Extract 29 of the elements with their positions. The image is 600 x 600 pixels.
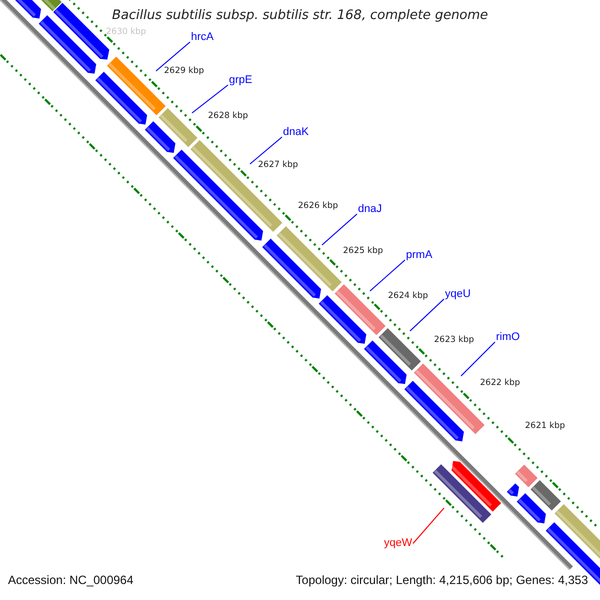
map-title: Bacillus subtilis subsp. subtilis str. 168, complete genome — [110, 9, 490, 24]
leader-line — [410, 298, 444, 332]
scale-label: 2621 kbp — [525, 422, 566, 432]
scale-label: 2630 kbp — [106, 28, 146, 38]
scale-label: 2622 kbp — [480, 379, 520, 389]
leader-line — [460, 342, 496, 376]
leader-line — [322, 214, 358, 246]
scale-label: 2623 kbp — [434, 336, 474, 346]
scale-label: 2624 kbp — [388, 292, 428, 302]
gene-label: dnaJ — [358, 203, 382, 216]
genome-summary-text: Topology: circular; Length: 4,215,606 bp; Genes: 4,353 — [296, 574, 588, 588]
leader-line — [192, 84, 228, 114]
leader-line — [156, 42, 190, 72]
leader-line — [370, 260, 406, 292]
scale-label: 2628 kbp — [208, 112, 248, 122]
accession-text: Accession: NC_000964 — [8, 574, 134, 588]
gene-label: dnaK — [283, 126, 309, 139]
scale-label: 2626 kbp — [298, 202, 338, 212]
gene-label: grpE — [229, 74, 252, 87]
gene-label: rimO — [496, 331, 520, 344]
scale-label: 2625 kbp — [343, 247, 384, 257]
leader-line — [250, 136, 282, 164]
gene-label: hrcA — [191, 31, 214, 44]
scale-label: 2627 kbp — [258, 161, 298, 171]
gene-label: yqeU — [445, 288, 471, 301]
scale-label: 2629 kbp — [164, 67, 204, 77]
gene-label: yqeW — [384, 537, 412, 550]
leader-line — [412, 508, 444, 544]
gene-label: prmA — [406, 249, 432, 262]
